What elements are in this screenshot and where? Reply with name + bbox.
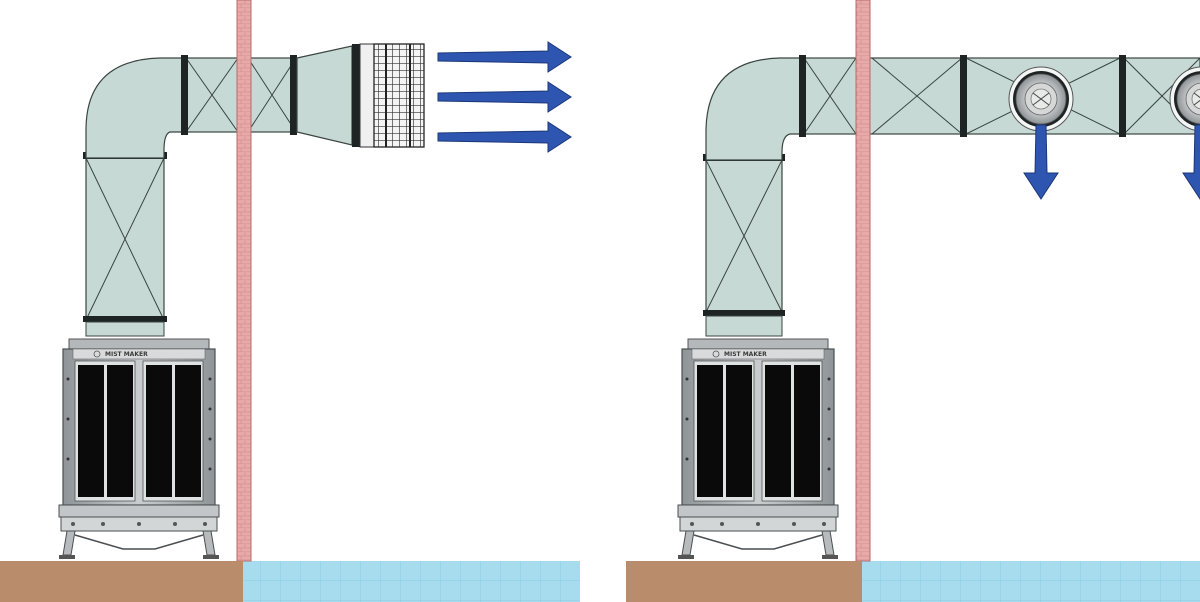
- pool-water-right: [862, 561, 1200, 602]
- pool-water-left: [243, 561, 580, 602]
- ground-left: [0, 561, 238, 602]
- airflow-arrow-icon: [437, 121, 572, 153]
- evaporative-cooler-icon: MIST MAKER: [58, 338, 220, 560]
- panel-left: MIST MAKER: [0, 0, 580, 602]
- brick-wall-left: [236, 0, 252, 562]
- evaporative-cooler-icon: MIST MAKER: [677, 338, 839, 560]
- brick-wall-right: [855, 0, 871, 562]
- ceiling-diffuser-icon: [1008, 66, 1074, 132]
- ground-right: [626, 561, 860, 602]
- panel-right: MIST MAKER: [626, 0, 1200, 602]
- airflow-arrow-icon: [1023, 124, 1059, 200]
- airflow-arrow-icon: [1182, 124, 1200, 200]
- cooler-brand-label: MIST MAKER: [105, 351, 148, 358]
- outlet-grille-icon: [359, 43, 425, 148]
- airflow-arrow-icon: [437, 81, 572, 113]
- cooler-brand-label: MIST MAKER: [724, 351, 767, 358]
- airflow-arrow-icon: [437, 41, 572, 73]
